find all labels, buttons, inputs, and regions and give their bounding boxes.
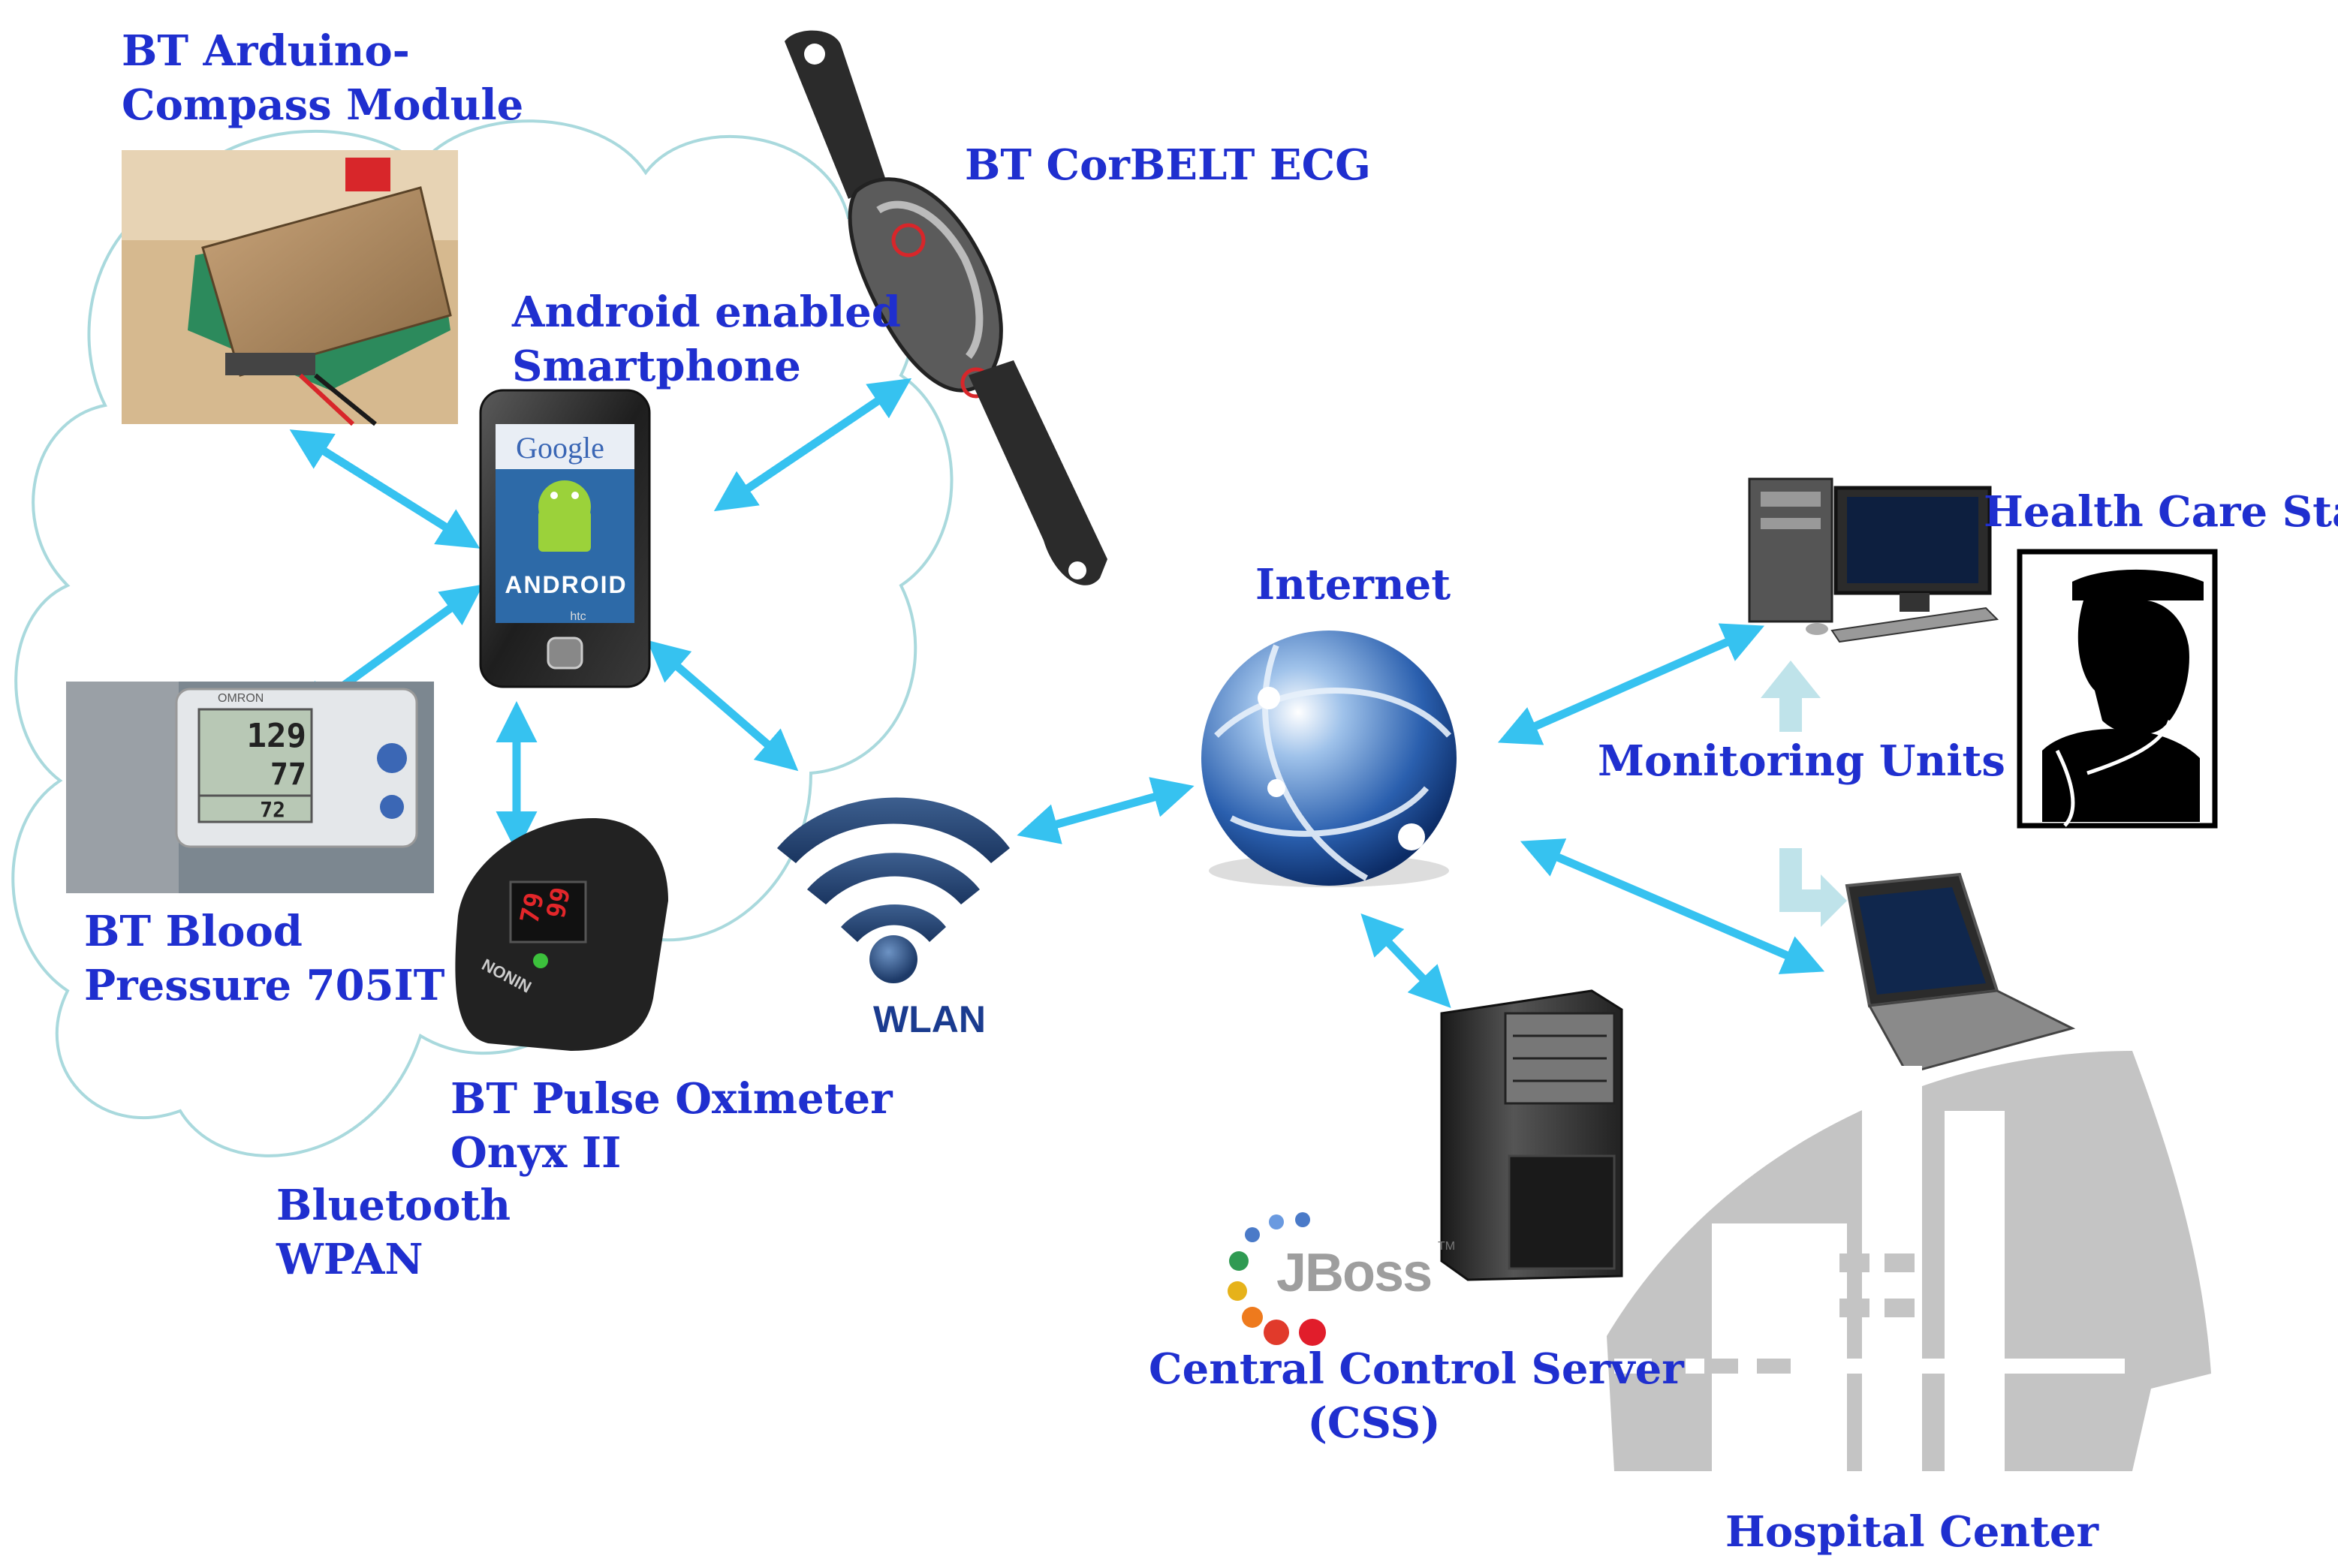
label-smartphone-line2: Smartphone (512, 342, 801, 391)
label-server-line2: (CSS) (1307, 1398, 1441, 1448)
label-blood-pressure: BT Blood Pressure 705IT (84, 904, 444, 1013)
monitoring-arrows (1761, 661, 1847, 927)
label-health-care-staff: Health Care Staff (1984, 487, 2338, 537)
google-logo-text: Google (516, 431, 604, 465)
arrow-internet-monitor (1497, 623, 1765, 745)
arrow-ecg-phone (713, 378, 912, 512)
arduino-image (122, 150, 458, 426)
arrow-phone-wlan (646, 640, 799, 772)
label-hospital-center: Hospital Center (1725, 1507, 2099, 1557)
up-arrow (1761, 661, 1821, 732)
label-wpan: Bluetooth WPAN (276, 1178, 511, 1287)
arrow-internet-laptop (1520, 838, 1825, 974)
label-server-line1: Central Control Server (1149, 1344, 1684, 1394)
bp-brand-text: OMRON (218, 692, 264, 705)
label-arduino: BT Arduino- Compass Module (122, 24, 523, 132)
htc-logo-text: htc (570, 610, 586, 623)
label-ecg: BT CorBELT ECG (965, 140, 1371, 190)
label-monitoring-units: Monitoring Units (1598, 736, 2005, 786)
label-smartphone-line1: Android enabled (512, 287, 901, 337)
label-oximeter: BT Pulse Oximeter Onyx II (450, 1072, 893, 1180)
label-wpan-line2: WPAN (276, 1235, 423, 1284)
internet-globe (1201, 631, 1457, 887)
label-blood-pressure-line2: Pressure 705IT (84, 961, 445, 1010)
ecg-belt-image (785, 30, 1107, 585)
label-internet: Internet (1255, 560, 1451, 609)
label-oximeter-line2: Onyx II (450, 1128, 622, 1178)
bp-diastolic-text: 77 (270, 757, 306, 792)
desktop-computer-image (1748, 477, 1999, 643)
label-oximeter-line1: BT Pulse Oximeter (450, 1074, 893, 1124)
jboss-logo-text: JBoss (1276, 1243, 1431, 1303)
jboss-tm-text: TM (1438, 1240, 1455, 1253)
blood-pressure-image (66, 682, 434, 893)
oximeter-spo2-text: 99 (541, 885, 577, 921)
server-tower-image (1440, 989, 1623, 1281)
label-arduino-line1: BT Arduino- (122, 26, 410, 76)
label-arduino-line2: Compass Module (122, 80, 524, 130)
wlan-wifi-symbol (777, 797, 1010, 983)
label-wpan-line1: Bluetooth (276, 1181, 511, 1230)
android-logo-text: ANDROID (505, 571, 627, 598)
oximeter-pulse-text: 79 (514, 890, 550, 926)
arrow-wlan-internet (1017, 777, 1195, 844)
arrow-arduino-phone (289, 429, 481, 549)
bp-pulse-text: 72 (260, 797, 285, 822)
arrow-internet-server (1360, 913, 1451, 1008)
label-server: Central Control Server (CSS) (1149, 1342, 1684, 1450)
jboss-logo-dots (1228, 1212, 1326, 1346)
hospital-building (1607, 1051, 2211, 1471)
bend-arrow (1779, 848, 1847, 927)
label-blood-pressure-line1: BT Blood (84, 907, 303, 956)
pulse-oximeter-image (455, 818, 668, 1051)
label-wlan: WLAN (873, 998, 986, 1040)
health-care-staff-image (2017, 549, 2218, 829)
laptop-image (1845, 872, 2076, 1075)
smartphone-image (479, 389, 651, 688)
bp-systolic-text: 129 (247, 717, 306, 755)
label-smartphone: Android enabled Smartphone (512, 285, 901, 393)
